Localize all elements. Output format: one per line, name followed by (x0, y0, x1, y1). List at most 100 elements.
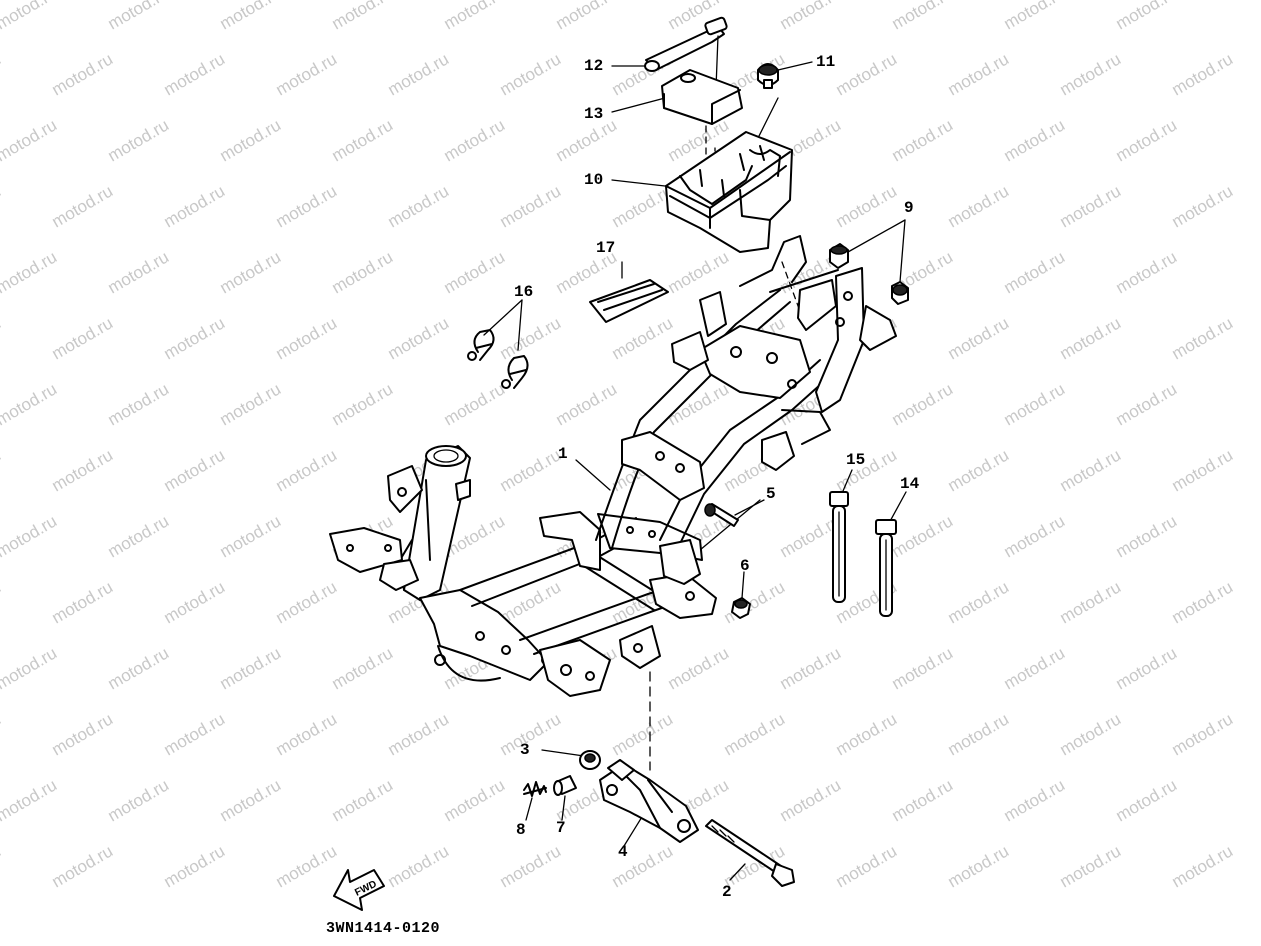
watermark-text: motod.ru (833, 49, 901, 99)
watermark-text: motod.ru (497, 49, 565, 99)
watermark-text: motod.ru (945, 841, 1013, 891)
callout-13: 13 (584, 105, 604, 123)
watermark-text: motod.ru (945, 445, 1013, 495)
watermark-text: motod.ru (1113, 0, 1181, 33)
part-3-collar (579, 750, 601, 770)
watermark-text: motod.ru (1001, 643, 1069, 693)
watermark-text: motod.ru (0, 445, 4, 495)
watermark-text: motod.ru (217, 379, 285, 429)
watermark-text: motod.ru (0, 115, 60, 165)
watermark-text: motod.ru (777, 0, 845, 33)
watermark-text: motod.ru (777, 775, 845, 825)
fwd-arrow-icon: FWD (333, 869, 385, 911)
part-4-bracket (599, 759, 699, 843)
watermark-text: motod.ru (0, 511, 60, 561)
watermark-text: motod.ru (273, 181, 341, 231)
watermark-layer: motod.ru motod.ru motod.ru motod.ru motod.ru… (0, 0, 1236, 891)
watermark-text: motod.ru (49, 49, 117, 99)
watermark-text: motod.ru (161, 445, 229, 495)
watermark-text: motod.ru (1169, 49, 1237, 99)
watermark-text: motod.ru (0, 379, 60, 429)
watermark-text: motod.ru (105, 379, 173, 429)
callout-10: 10 (584, 171, 604, 189)
watermark-text: motod.ru (889, 379, 957, 429)
watermark-text: motod.ru (105, 643, 173, 693)
watermark-text: motod.ru (0, 247, 60, 297)
watermark-text: motod.ru (945, 577, 1013, 627)
watermark-text: motod.ru (1169, 709, 1237, 759)
watermark-text: motod.ru (441, 247, 509, 297)
watermark-text: motod.ru (0, 841, 4, 891)
watermark-text: motod.ru (161, 49, 229, 99)
watermark-text: motod.ru (1169, 445, 1237, 495)
watermark-text: motod.ru (217, 115, 285, 165)
watermark-text: motod.ru (385, 181, 453, 231)
watermark-text: motod.ru (1169, 181, 1237, 231)
watermark-text: motod.ru (329, 379, 397, 429)
watermark-text: motod.ru (329, 643, 397, 693)
watermark-text: motod.ru (49, 577, 117, 627)
callout-14: 14 (900, 475, 920, 493)
part-7-bushing (553, 775, 577, 796)
part-14-strap (875, 519, 897, 617)
watermark-text: motod.ru (217, 247, 285, 297)
watermark-text: motod.ru (273, 313, 341, 363)
watermark-text: motod.ru (833, 445, 901, 495)
watermark-text: motod.ru (49, 181, 117, 231)
watermark-text: motod.ru (1057, 445, 1125, 495)
watermark-text: motod.ru (945, 49, 1013, 99)
part-8-spring (523, 781, 547, 797)
callout-3: 3 (520, 741, 530, 759)
watermark-text: motod.ru (385, 49, 453, 99)
part-9-nuts (829, 243, 909, 305)
watermark-text: motod.ru (1001, 247, 1069, 297)
part-1-frame (329, 235, 897, 697)
watermark-text: motod.ru (889, 643, 957, 693)
watermark-text: motod.ru (1057, 577, 1125, 627)
part-17-pad (589, 279, 669, 323)
watermark-text: motod.ru (497, 445, 565, 495)
watermark-text: motod.ru (441, 379, 509, 429)
watermark-text: motod.ru (105, 775, 173, 825)
watermark-text: motod.ru (385, 841, 453, 891)
part-16-clips (467, 329, 529, 389)
watermark-text: motod.ru (1001, 775, 1069, 825)
part-12-battery-band (644, 16, 728, 89)
watermark-text: motod.ru (217, 643, 285, 693)
watermark-text: motod.ru (665, 643, 733, 693)
watermark-text: motod.ru (497, 181, 565, 231)
watermark-text: motod.ru (1169, 577, 1237, 627)
watermark-text: motod.ru (0, 709, 4, 759)
watermark-text: motod.ru (609, 313, 677, 363)
watermark-text: motod.ru (665, 247, 733, 297)
callout-12: 12 (584, 57, 604, 75)
watermark-text: motod.ru (161, 313, 229, 363)
watermark-text: motod.ru (441, 0, 509, 33)
watermark-text: motod.ru (1057, 49, 1125, 99)
watermark-text: motod.ru (105, 511, 173, 561)
part-15-strap (829, 491, 849, 603)
watermark-text: motod.ru (945, 313, 1013, 363)
watermark-text: motod.ru (0, 313, 4, 363)
watermark-text: motod.ru (0, 181, 4, 231)
watermark-text: motod.ru (889, 511, 957, 561)
watermark-text: motod.ru (833, 709, 901, 759)
watermark-text: motod.ru (217, 0, 285, 33)
watermark-text: motod.ru (0, 0, 60, 33)
watermark-text: motod.ru (161, 841, 229, 891)
watermark-text: motod.ru (49, 709, 117, 759)
watermark-text: motod.ru (1001, 115, 1069, 165)
watermark-text: motod.ru (889, 115, 957, 165)
watermark-text: motod.ru (49, 445, 117, 495)
part-5-bolt (704, 503, 739, 527)
callout-11: 11 (816, 53, 836, 71)
watermark-text: motod.ru (0, 49, 4, 99)
watermark-text: motod.ru (1113, 379, 1181, 429)
watermark-text: motod.ru (1169, 313, 1237, 363)
diagram-code: 3WN1414-0120 (326, 920, 441, 937)
watermark-text: motod.ru (0, 643, 60, 693)
watermark-text: motod.ru (1001, 0, 1069, 33)
watermark-text: motod.ru (777, 643, 845, 693)
watermark-text: motod.ru (889, 0, 957, 33)
